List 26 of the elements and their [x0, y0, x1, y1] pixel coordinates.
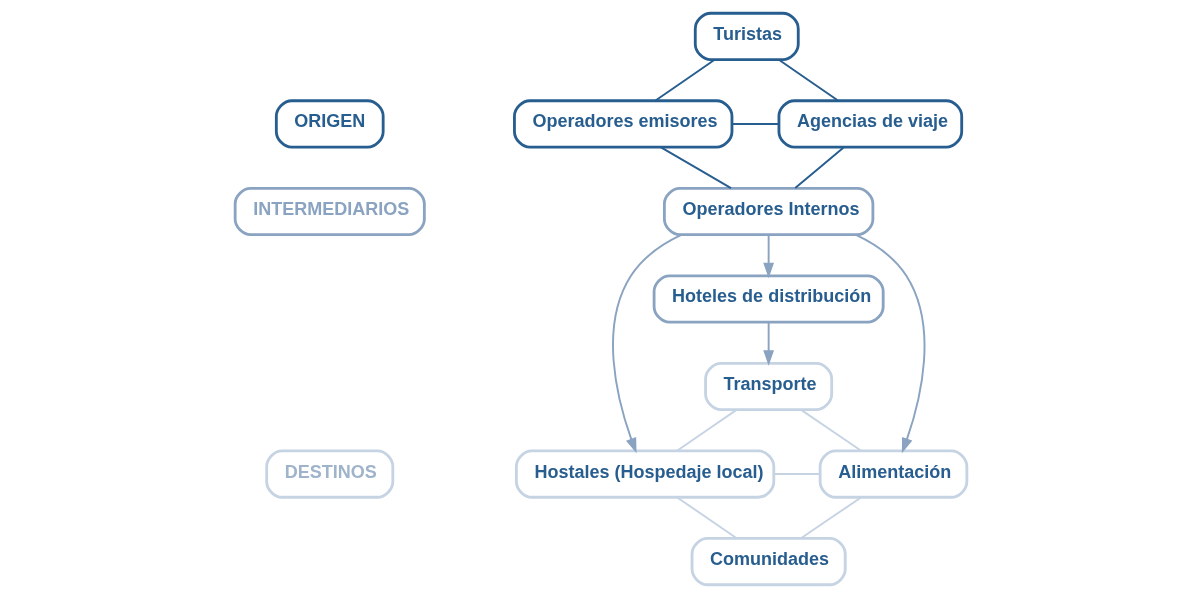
connector — [660, 146, 732, 190]
connector — [676, 496, 738, 540]
arrow — [763, 321, 775, 366]
connector — [777, 58, 840, 102]
connector — [731, 123, 780, 125]
arrow — [612, 233, 683, 454]
node-box: Operadores Internos — [662, 186, 875, 237]
node-box: Agencias de viaje — [777, 99, 964, 149]
node-box: ORIGEN — [274, 99, 385, 149]
node-box: Turistas — [693, 11, 800, 61]
node-box: INTERMEDIARIOS — [233, 186, 426, 237]
connector — [676, 408, 738, 452]
node-box: Hoteles de distribución — [652, 274, 885, 324]
arrow — [854, 233, 926, 454]
node-box: DESTINOS — [265, 449, 395, 499]
connector — [800, 496, 862, 540]
node-box: Alimentación — [818, 449, 969, 499]
node-box: Hostales (Hospedaje local) — [514, 449, 776, 499]
connector — [794, 146, 845, 189]
arrow — [763, 234, 775, 279]
node-box: Transporte — [704, 361, 834, 412]
node-box: Operadores emisores — [513, 99, 734, 149]
connector — [800, 408, 863, 452]
connector — [773, 473, 821, 475]
node-box: Comunidades — [690, 537, 847, 587]
connector — [654, 58, 716, 102]
